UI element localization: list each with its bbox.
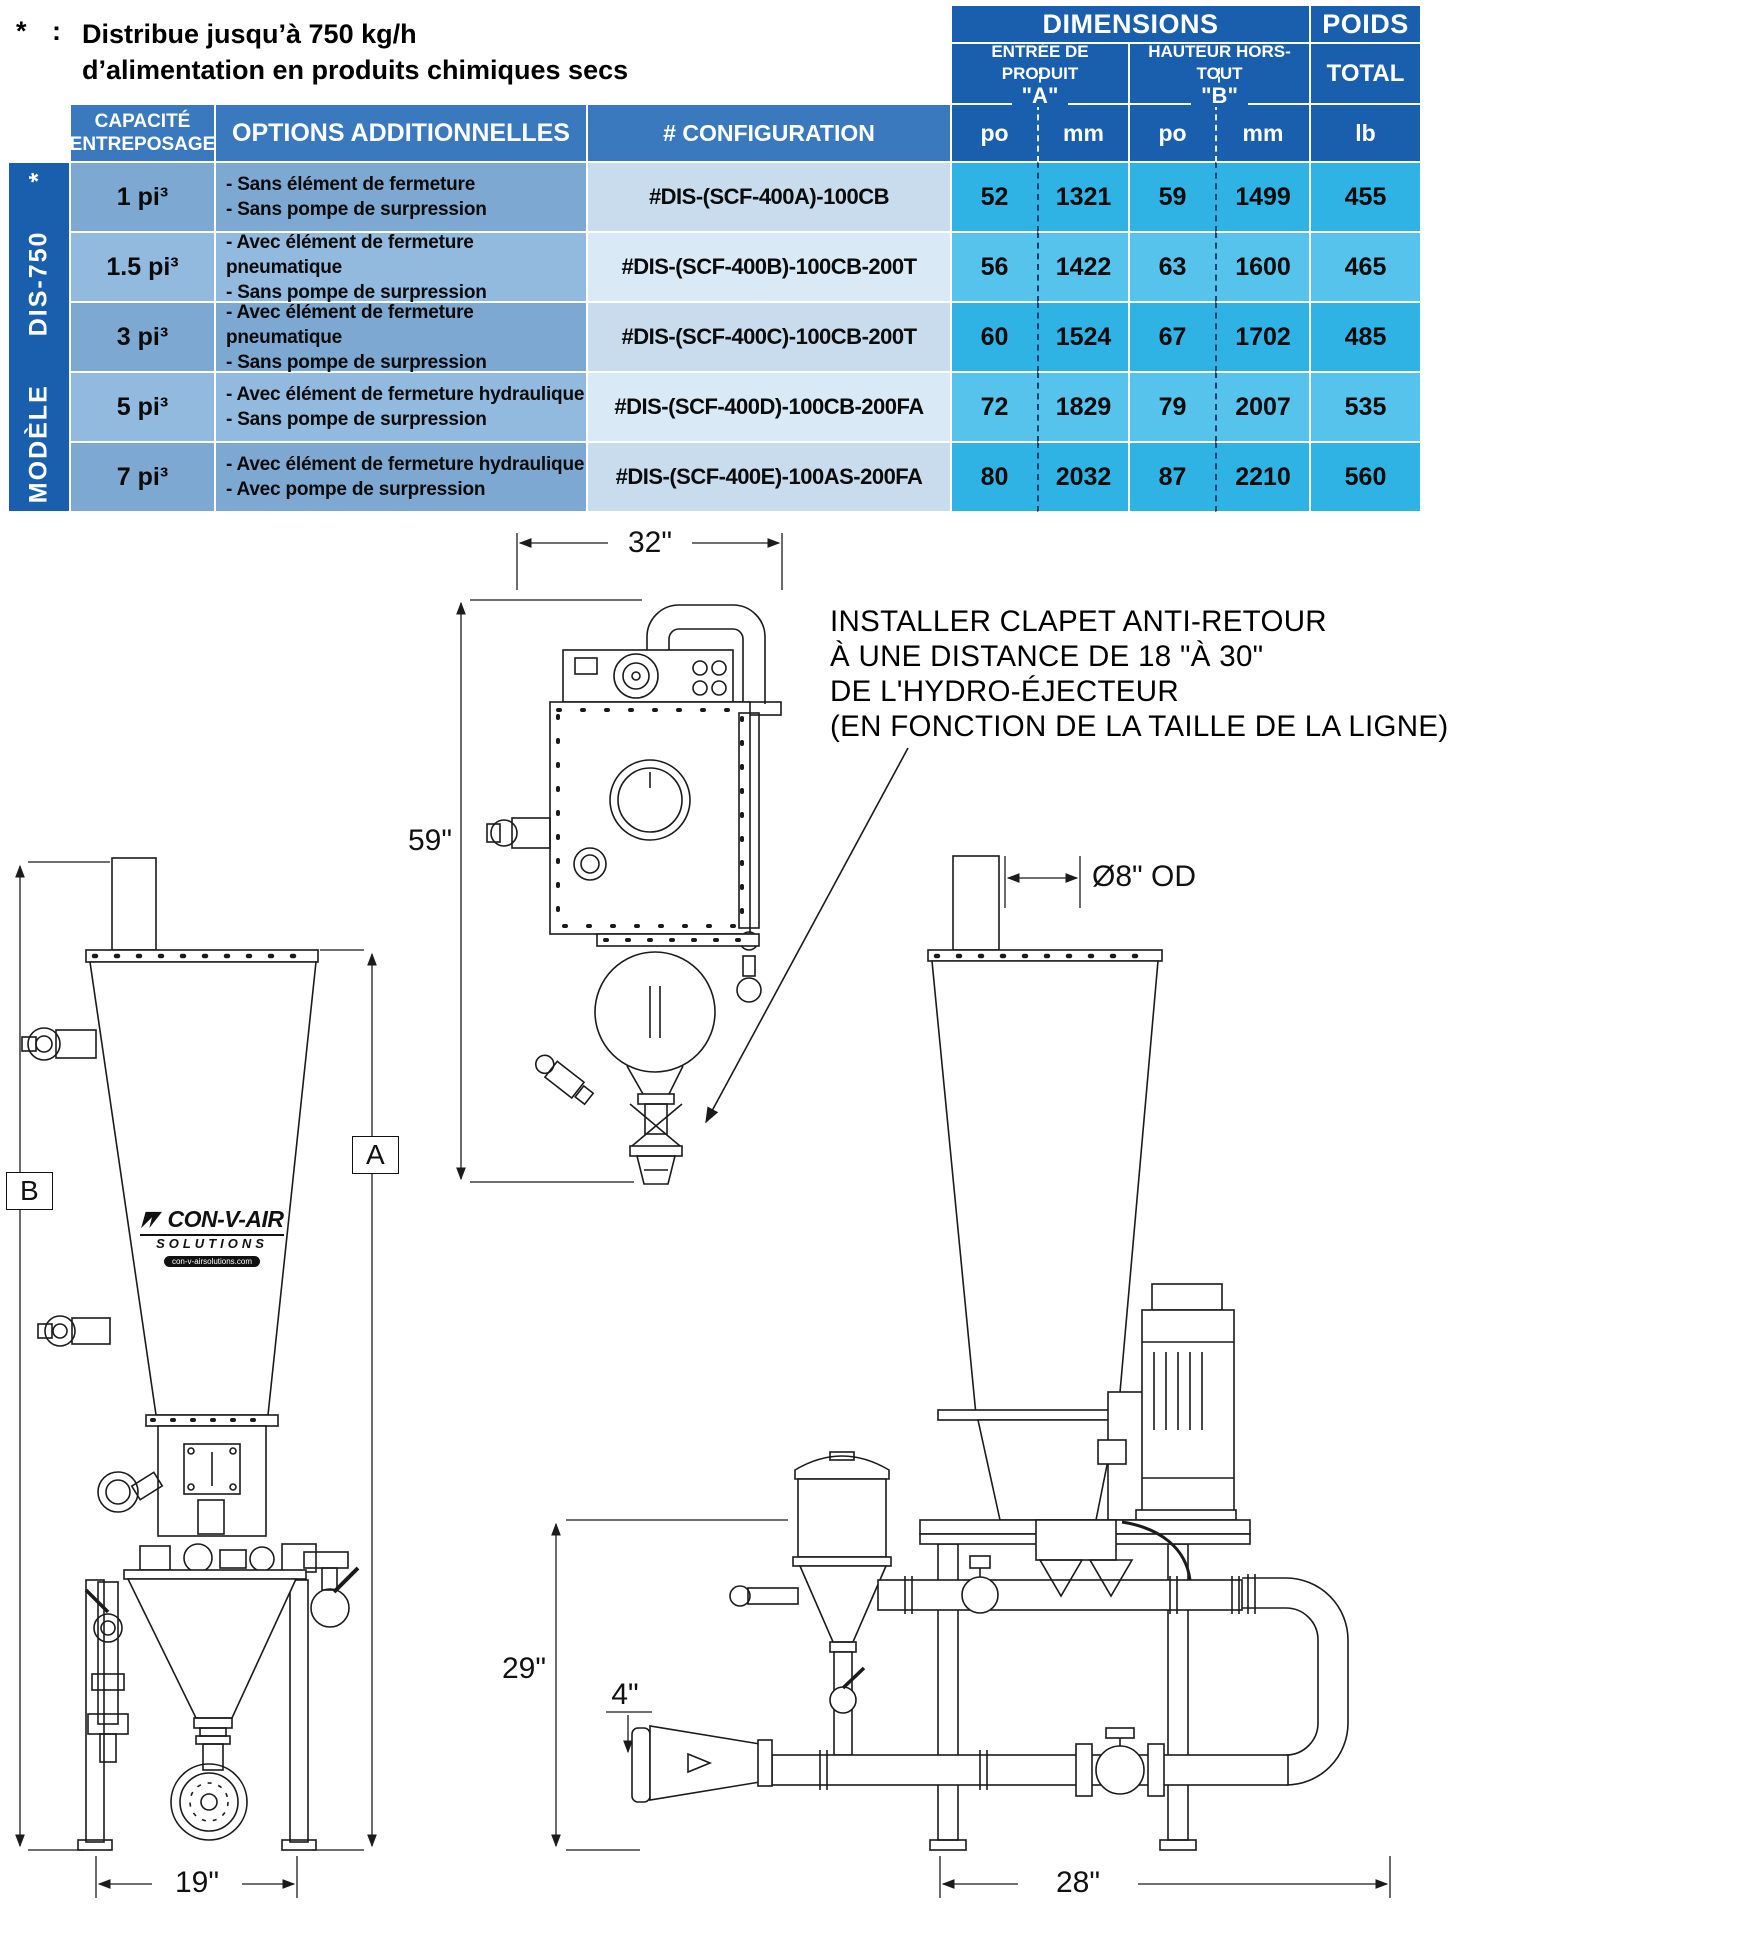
header-unit-lb: lb <box>1310 104 1421 162</box>
configuration-cell: #DIS-(SCF-400C)-100CB-200T <box>587 302 951 372</box>
dim-b-mm-cell: 1499 <box>1215 162 1310 232</box>
dim-label-a: A <box>352 1136 399 1174</box>
dim-label-4in: 4" <box>611 1678 639 1711</box>
weight-cell: 465 <box>1310 232 1421 302</box>
capacity-cell: 1.5 pi³ <box>70 232 215 302</box>
header-entree-produit-a: ENTRÉE DE PRODUIT "A" <box>951 42 1129 107</box>
configuration-cell: #DIS-(SCF-400B)-100CB-200T <box>587 232 951 302</box>
footnote-text: Distribue jusqu’à 750 kg/h d’alimentatio… <box>82 19 629 85</box>
footnote-asterisk: * <box>16 16 27 46</box>
dim-label-59in: 59" <box>407 824 452 857</box>
dim-b-mm-cell: 2210 <box>1215 442 1310 512</box>
dim-b-po-cell: 59 <box>1129 162 1215 232</box>
receiver-front-view <box>456 533 783 1185</box>
capacity-cell: 3 pi³ <box>70 302 215 372</box>
dim-b-mm-cell: 2007 <box>1215 372 1310 442</box>
options-cell: - Sans élément de fermeture - Sans pompe… <box>215 162 587 232</box>
weight-cell: 560 <box>1310 442 1421 512</box>
logo-website: con-v-airsolutions.com <box>163 1256 261 1267</box>
header-total: TOTAL <box>1310 43 1421 104</box>
dim-4-lines <box>606 1711 652 1754</box>
check-valve-annotation: INSTALLER CLAPET ANTI-RETOUR À UNE DISTA… <box>830 605 1449 743</box>
dim-a-po-cell: 80 <box>951 442 1037 512</box>
dim-label-32in: 32" <box>608 526 692 560</box>
dim-b-po-cell: 67 <box>1129 302 1215 372</box>
dim-a-po-cell: 60 <box>951 302 1037 372</box>
header-capacite-entreposage: CAPACITÉ ENTREPOSAGE <box>70 104 215 162</box>
logo-mark-icon <box>141 1211 163 1228</box>
dim-b-po-cell: 79 <box>1129 372 1215 442</box>
header-unit-b-po: po <box>1129 104 1215 162</box>
options-cell: - Avec élément de fermeture pneumatique … <box>215 232 587 303</box>
feeder-assembly-side-view <box>551 855 1391 1898</box>
dim-label-28in: 28" <box>1018 1866 1138 1900</box>
header-poids: POIDS <box>1310 5 1421 43</box>
options-cell: - Avec élément de fermeture hydraulique … <box>215 442 587 512</box>
dim-a-lines <box>312 949 377 1851</box>
dim-label-19in: 19" <box>152 1866 242 1900</box>
weight-cell: 535 <box>1310 372 1421 442</box>
weight-cell: 485 <box>1310 302 1421 372</box>
options-cell: - Avec élément de fermeture pneumatique … <box>215 302 587 373</box>
header-unit-a-po: po <box>951 104 1037 162</box>
dim-59-lines <box>456 599 642 1183</box>
capacity-cell: 1 pi³ <box>70 162 215 232</box>
weight-cell: 455 <box>1310 162 1421 232</box>
dim-b-lines <box>15 861 110 1851</box>
header-dimensions: DIMENSIONS <box>951 5 1310 43</box>
con-v-air-logo: CON-V-AIR SOLUTIONS con-v-airsolutions.c… <box>134 1206 290 1269</box>
dim-a-po-cell: 72 <box>951 372 1037 442</box>
header-options-additionnelles: OPTIONS ADDITIONNELLES <box>215 104 587 162</box>
dim-od8-lines <box>1004 856 1081 908</box>
configuration-cell: #DIS-(SCF-400D)-100CB-200FA <box>587 372 951 442</box>
dim-a-po-cell: 56 <box>951 232 1037 302</box>
header-unit-b-mm: mm <box>1215 104 1310 162</box>
dim-b-mm-cell: 1600 <box>1215 232 1310 302</box>
dim-a-mm-cell: 1321 <box>1037 162 1129 232</box>
header-unit-a-mm: mm <box>1037 104 1129 162</box>
logo-brand: CON-V-AIR <box>167 1206 284 1232</box>
dim-b-po-cell: 87 <box>1129 442 1215 512</box>
header-configuration: # CONFIGURATION <box>587 104 951 162</box>
dim-b-mm-cell: 1702 <box>1215 302 1310 372</box>
dim-a-po-cell: 52 <box>951 162 1037 232</box>
dim-label-8in-od: Ø8" OD <box>1092 860 1197 893</box>
configuration-cell: #DIS-(SCF-400A)-100CB <box>587 162 951 232</box>
dim-label-b: B <box>6 1172 53 1210</box>
header-hauteur-hors-tout-b: HAUTEUR HORS-TOUT "B" <box>1129 42 1310 107</box>
dim-a-mm-cell: 2032 <box>1037 442 1129 512</box>
dim-a-mm-cell: 1524 <box>1037 302 1129 372</box>
logo-subtitle: SOLUTIONS <box>156 1236 268 1251</box>
annotation-leader-line <box>705 747 909 1124</box>
dim-29-lines <box>551 1519 788 1851</box>
capacity-cell: 5 pi³ <box>70 372 215 442</box>
footnote-colon: : <box>52 16 61 46</box>
dim-label-29in: 29" <box>501 1652 546 1685</box>
configuration-cell: #DIS-(SCF-400E)-100AS-200FA <box>587 442 951 512</box>
dim-28-lines <box>939 1856 1391 1898</box>
options-cell: - Avec élément de fermeture hydraulique … <box>215 372 587 442</box>
capacity-cell: 7 pi³ <box>70 442 215 512</box>
dim-a-mm-cell: 1829 <box>1037 372 1129 442</box>
footnote: * : Distribue jusqu’à 750 kg/h d’aliment… <box>16 16 628 88</box>
dim-b-po-cell: 63 <box>1129 232 1215 302</box>
spec-table: DIMENSIONS POIDS ENTRÉE DE PRODUIT "A" H… <box>8 5 1421 512</box>
storage-hopper-side-view <box>15 857 377 1898</box>
dim-a-mm-cell: 1422 <box>1037 232 1129 302</box>
model-band: MODÈLE DIS-750 * <box>8 162 70 512</box>
